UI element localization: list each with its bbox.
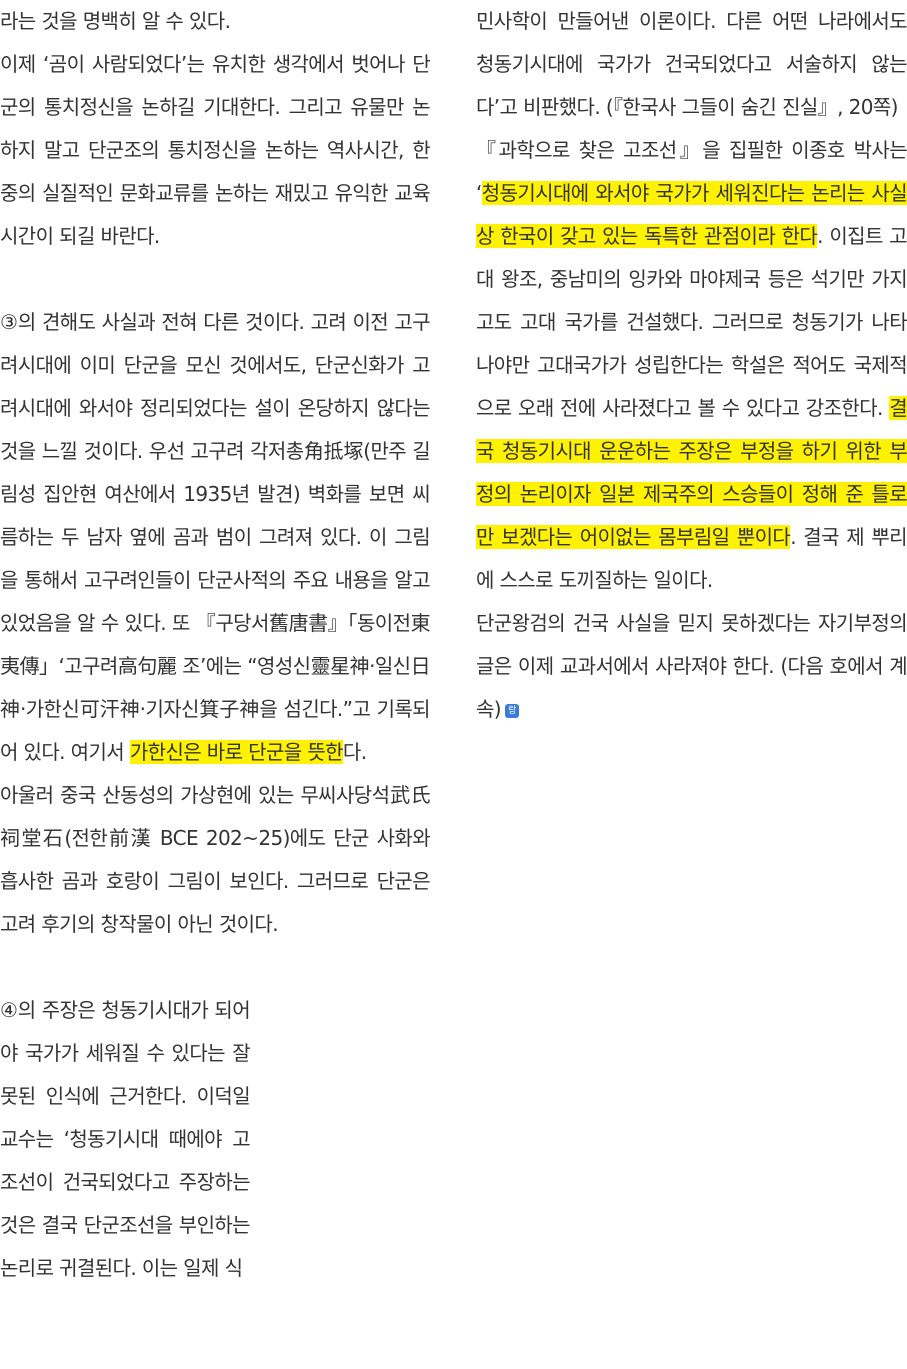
paragraph: 이제 ‘곰이 사람되었다’는 유치한 생각에서 벗어나 단군의 통치정신을 논하… (0, 52, 431, 248)
left-column: 라는 것을 명백히 알 수 있다. 이제 ‘곰이 사람되었다’는 유치한 생각에… (0, 0, 431, 1290)
paragraph: 단군왕검의 건국 사실을 믿지 못하겠다는 자기부정의 글은 이제 교과서에서 … (476, 602, 907, 731)
paragraph: ③의 견해도 사실과 전혀 다른 것이다. 고려 이전 고구려시대에 이미 단군… (0, 301, 431, 774)
paragraph-text: 다. (342, 740, 367, 764)
paragraph-text: 『과학으로 찾은 고조선』을 집필한 이종호 박사는 ‘ (476, 138, 907, 205)
paragraph: 라는 것을 명백히 알 수 있다. (0, 9, 231, 33)
paragraph-text: . 결국 제 뿌리에 스스로 도끼질하는 일이다. (476, 525, 907, 592)
paragraph: 『과학으로 찾은 고조선』을 집필한 이종호 박사는 ‘청동기시대에 와서야 국… (476, 129, 907, 602)
paragraph: ④의 주장은 청동기시대가 되어야 국가가 세워질 수 있다는 잘못된 인식에 … (0, 998, 251, 1280)
right-column: 민사학이 만들어낸 이론이다. 다른 어떤 나라에서도 청동기시대에 국가가 건… (476, 0, 907, 731)
highlighted-text: 가한신은 바로 단군을 뜻한 (129, 740, 344, 764)
paragraph-text: . 이집트 고대 왕조, 중남미의 잉카와 마야제국 등은 석기만 가지고도 고… (476, 224, 907, 420)
paragraph: 아울러 중국 산동성의 가상현에 있는 무씨사당석武氏祠堂石(전한前漢 BCE … (0, 783, 431, 936)
paragraph-text: ③의 견해도 사실과 전혀 다른 것이다. 고려 이전 고구려시대에 이미 단군… (0, 310, 431, 764)
paragraph-text: 단군왕검의 건국 사실을 믿지 못하겠다는 자기부정의 글은 이제 교과서에서 … (476, 611, 907, 721)
end-mark-icon: 랑 (505, 703, 520, 718)
paragraph: 민사학이 만들어낸 이론이다. 다른 어떤 나라에서도 청동기시대에 국가가 건… (476, 9, 907, 119)
